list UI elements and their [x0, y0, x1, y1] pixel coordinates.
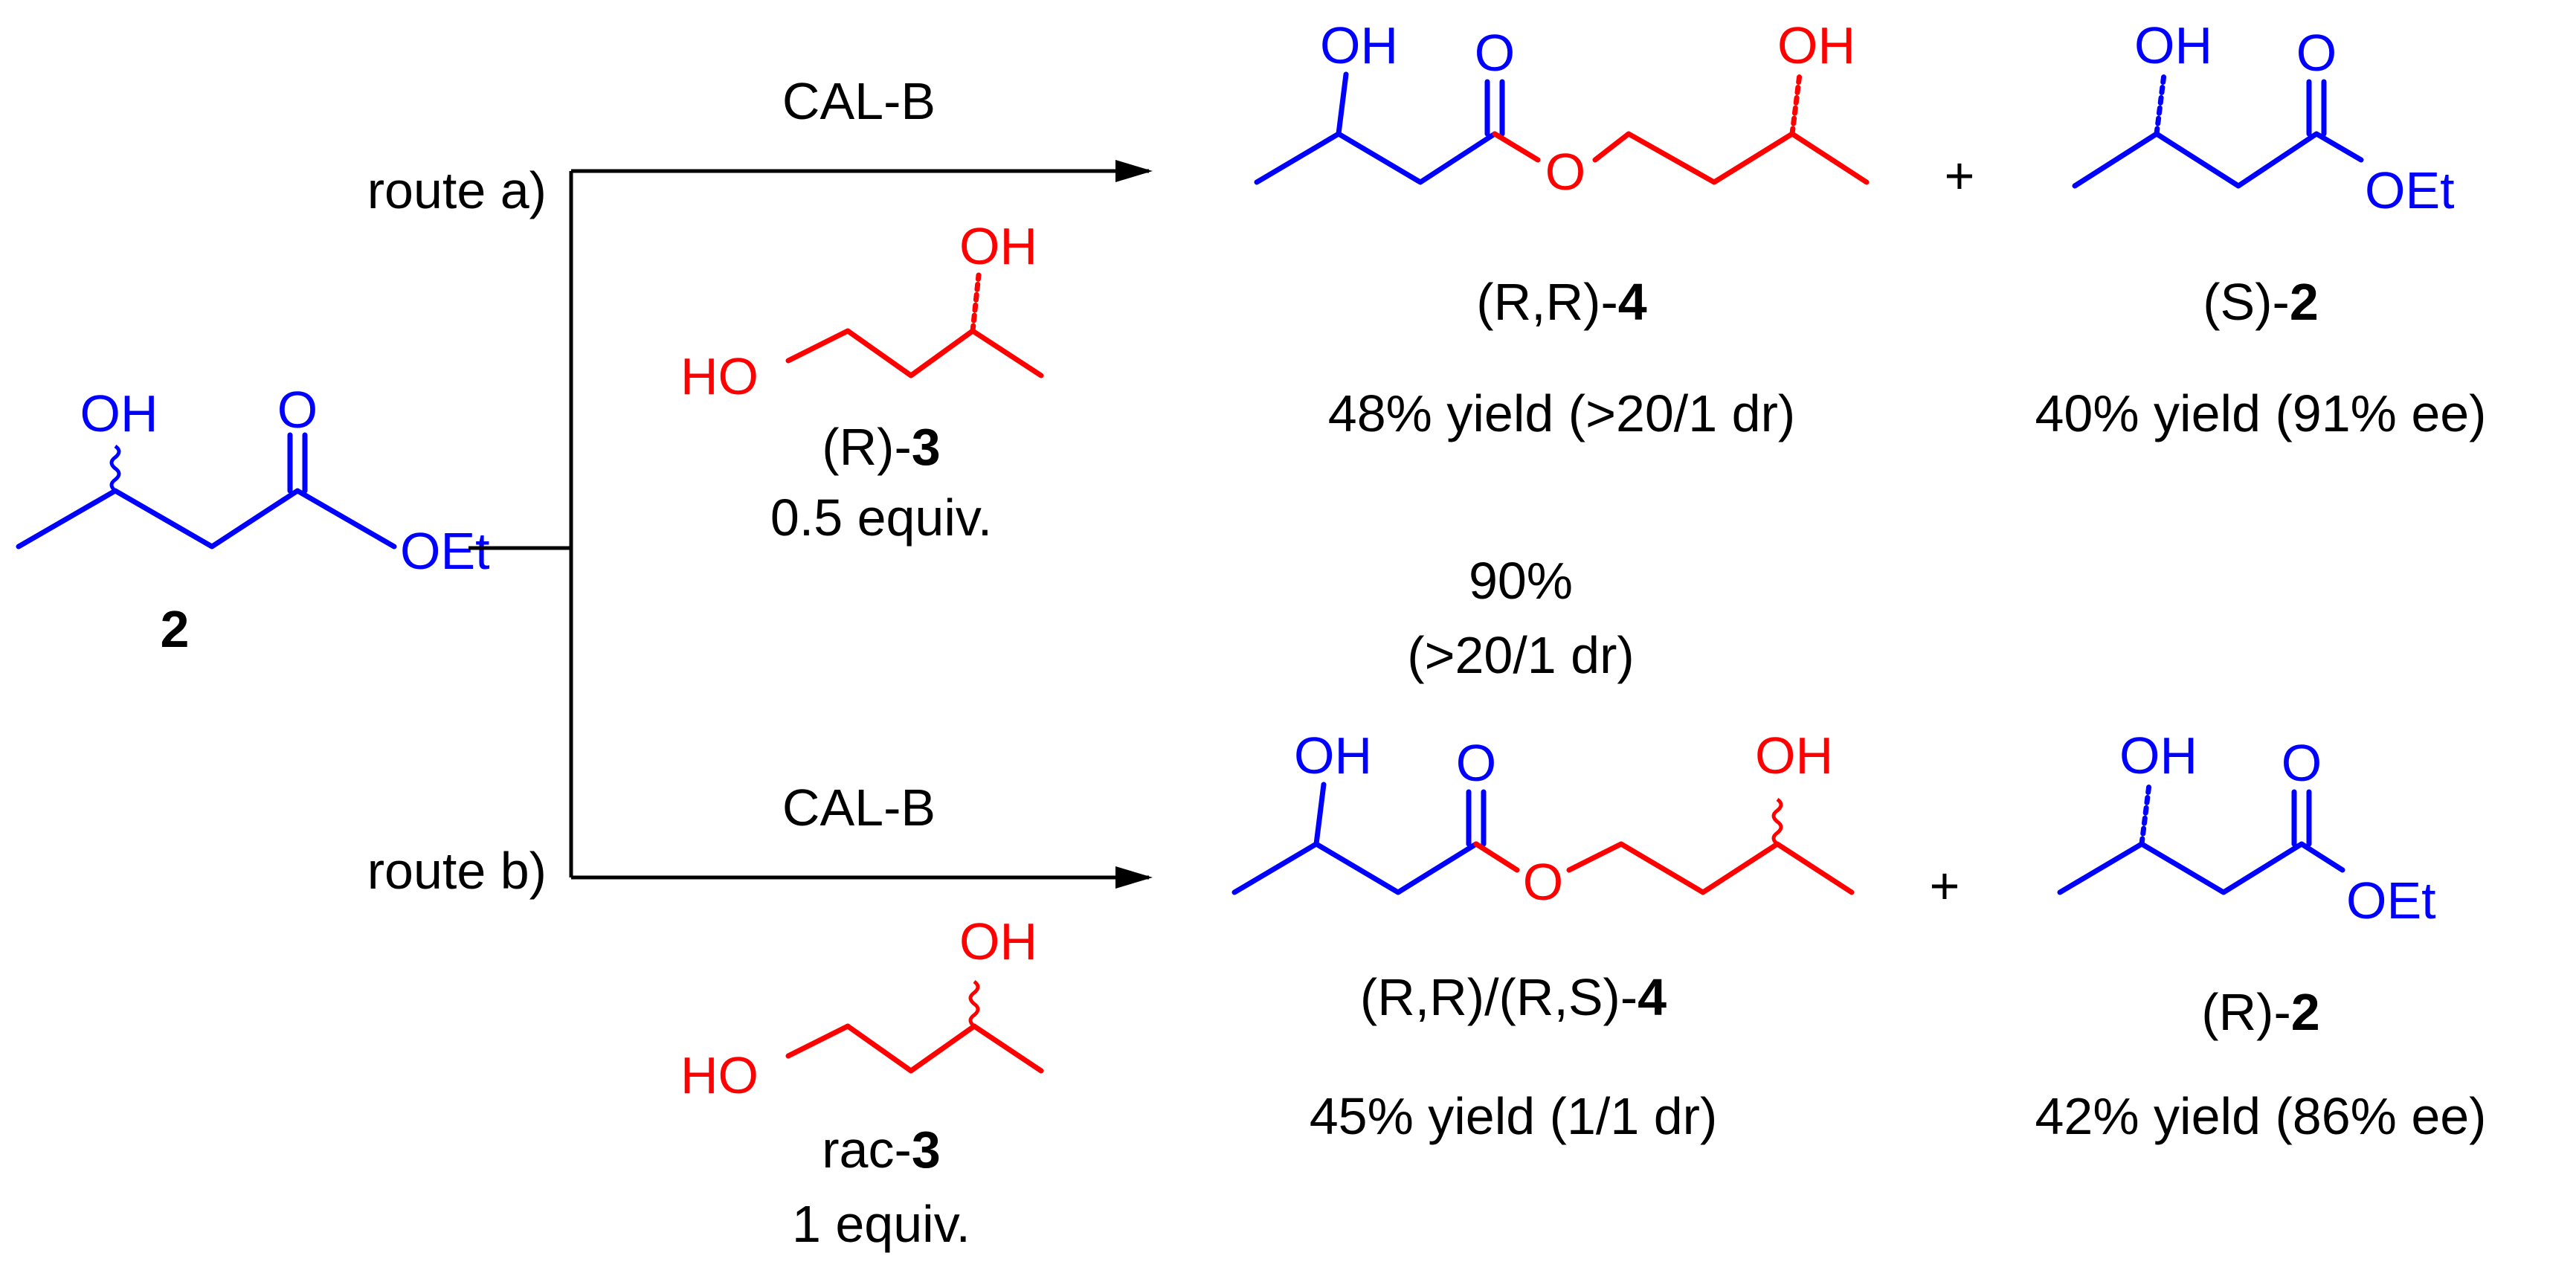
- byproduct-a-yield: 40% yield (91% ee): [2035, 384, 2487, 442]
- middle-dr: (>20/1 dr): [1407, 626, 1634, 684]
- reagent-b-oh-label: OH: [959, 912, 1037, 970]
- product-b-yield: 45% yield (1/1 dr): [1310, 1087, 1718, 1145]
- reagent-b-name: rac-3: [822, 1121, 941, 1179]
- route-a-plus: +: [1945, 146, 1975, 204]
- product-a-yield: 48% yield (>20/1 dr): [1328, 384, 1795, 442]
- middle-yield: 90%: [1469, 552, 1573, 610]
- product-b-name: (R,R)/(R,S)-4: [1360, 968, 1667, 1026]
- byproduct-b-carbonyl-label: O: [2282, 734, 2322, 792]
- byproduct-b-name: (R)-2: [2201, 983, 2319, 1041]
- product-a-oh1-label: OH: [1320, 16, 1398, 74]
- route-a-catalyst: CAL-B: [782, 72, 936, 130]
- reagent-b-ho-label: HO: [680, 1046, 759, 1104]
- byproduct-R-2: OH O OEt (R)-2 42% yield (86% ee): [2035, 727, 2487, 1145]
- route-a-label: route a): [367, 161, 547, 219]
- byproduct-b-yield: 42% yield (86% ee): [2035, 1087, 2487, 1145]
- product-a-name: (R,R)-4: [1476, 273, 1646, 331]
- product-a-oh2-label: OH: [1777, 16, 1855, 74]
- reagent-oh-label: OH: [959, 217, 1037, 275]
- product-RR-4: OH O O OH (R,R)-4 48% yield (>20/1 dr): [1254, 16, 1870, 442]
- wavy-bond-icon: [968, 979, 980, 1028]
- byproduct-b-oh-label: OH: [2119, 727, 2197, 785]
- wavy-bond-icon: [1771, 797, 1783, 845]
- byproduct-a-carbonyl-label: O: [2296, 24, 2337, 82]
- compound-2-label: 2: [161, 600, 190, 658]
- route-a: route a) CAL-B HO OH (R)-3 0.5 equiv. OH…: [367, 16, 2487, 547]
- reagent-rac-3: HO OH rac-3 1 equiv.: [680, 912, 1044, 1253]
- reagent-ho-label: HO: [680, 347, 759, 405]
- product-b-carbonyl-label: O: [1456, 734, 1496, 792]
- starting-material-2: OH O OEt 2: [16, 381, 490, 658]
- byproduct-S-2: OH O OEt (S)-2 40% yield (91% ee): [2035, 16, 2487, 442]
- route-b-label: route b): [367, 842, 547, 900]
- product-b-ester-o-label: O: [1523, 853, 1563, 911]
- reagent-a-name: (R)-3: [822, 418, 940, 476]
- product-a-ester-o-label: O: [1545, 143, 1585, 201]
- carbonyl-o-label: O: [277, 381, 318, 439]
- branch-lines: [468, 160, 1153, 889]
- reagent-b-equiv: 1 equiv.: [792, 1195, 970, 1253]
- reagent-a-equiv: 0.5 equiv.: [770, 489, 992, 547]
- wavy-bond-icon: [109, 444, 121, 492]
- ethoxy-label: OEt: [400, 522, 490, 580]
- byproduct-a-name: (S)-2: [2203, 273, 2319, 331]
- route-b-plus: +: [1930, 857, 1960, 915]
- reagent-R-3: HO OH (R)-3 0.5 equiv.: [680, 217, 1044, 547]
- hydroxyl-label: OH: [80, 384, 158, 442]
- route-b-catalyst: CAL-B: [782, 779, 936, 837]
- byproduct-a-ethoxy-label: OEt: [2365, 161, 2455, 219]
- middle-annotation: 90% (>20/1 dr): [1407, 552, 1634, 684]
- product-RR-RS-4: OH O O OH (R,R)/(R,S)-4 45% yield (1/1 d…: [1231, 727, 1855, 1145]
- product-b-oh2-label: OH: [1755, 727, 1833, 785]
- product-a-carbonyl-label: O: [1475, 24, 1515, 82]
- byproduct-b-ethoxy-label: OEt: [2346, 872, 2436, 930]
- product-b-oh1-label: OH: [1294, 727, 1372, 785]
- byproduct-a-oh-label: OH: [2134, 16, 2212, 74]
- route-b: route b) CAL-B HO OH rac-3 1 equiv. OH O…: [367, 727, 2487, 1253]
